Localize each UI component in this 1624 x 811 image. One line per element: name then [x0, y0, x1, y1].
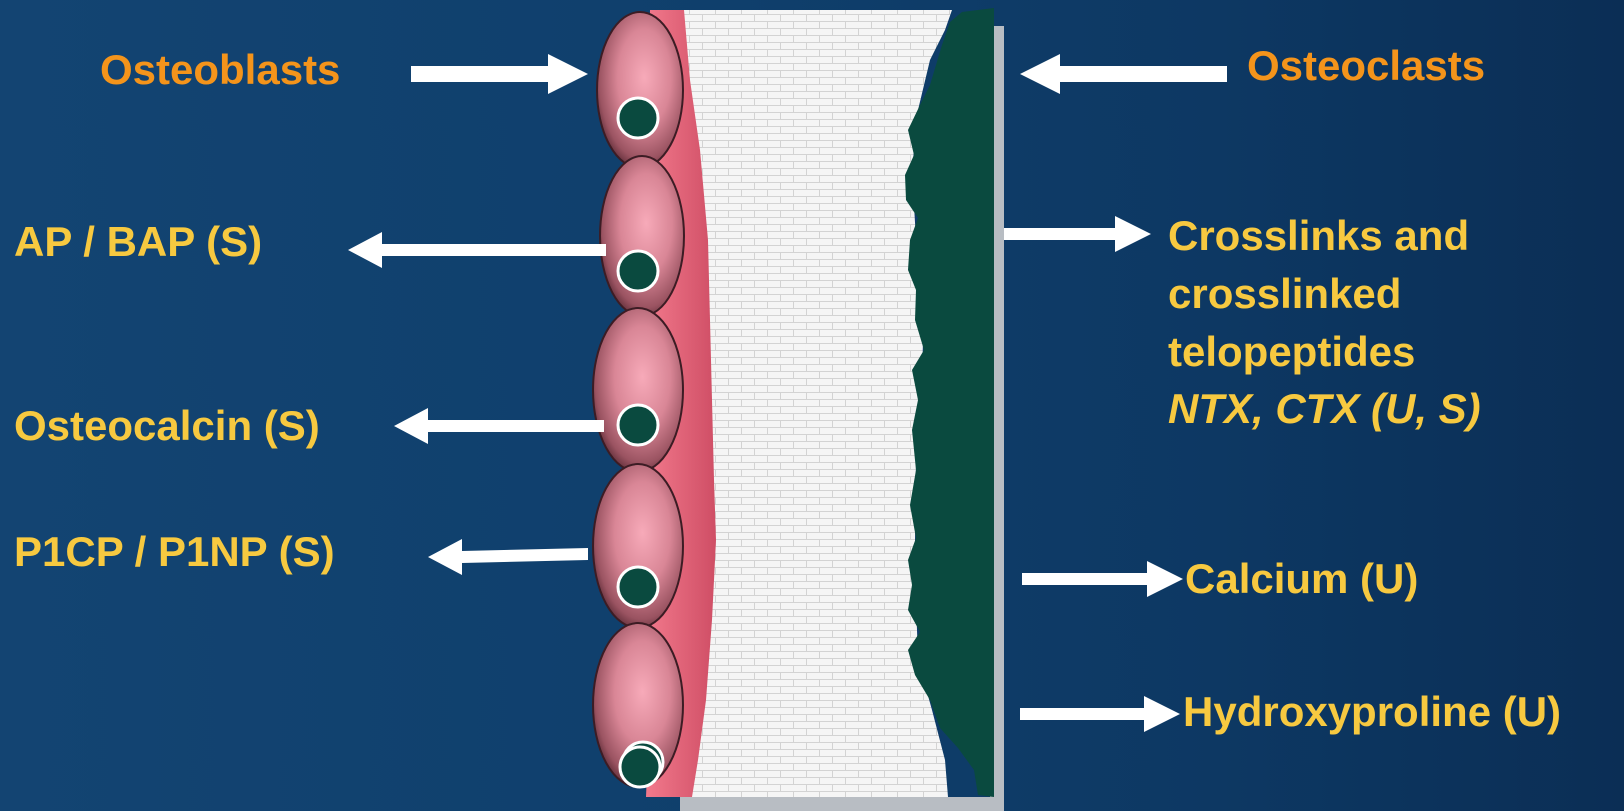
arrow-icon: [348, 232, 606, 268]
nucleus-icon: [618, 405, 658, 445]
nucleus-icon: [620, 747, 660, 787]
arrow-icon: [1020, 696, 1180, 732]
arrow-icon: [1022, 561, 1183, 597]
nucleus-icon: [618, 251, 658, 291]
label-p1cp-p1np: P1CP / P1NP (S): [14, 523, 335, 581]
label-osteocalcin: Osteocalcin (S): [14, 397, 320, 455]
label-crosslinks-line-1: Crosslinks and: [1168, 207, 1469, 265]
arrow-icon: [1020, 54, 1227, 94]
arrow-icon: [428, 539, 588, 575]
osteoblast-cell-icon: [597, 12, 683, 168]
label-ap-bap: AP / BAP (S): [14, 213, 262, 271]
label-crosslinks-line-2: crosslinked: [1168, 265, 1401, 323]
label-calcium: Calcium (U): [1185, 550, 1418, 608]
bone-edge-bottom: [680, 797, 1004, 811]
label-osteoblasts: Osteoblasts: [100, 41, 340, 99]
osteoblast-cells: [593, 12, 684, 787]
label-crosslinks-line-3: telopeptides: [1168, 323, 1415, 381]
arrow-icon: [1004, 216, 1151, 252]
label-crosslinks-line-4: NTX, CTX (U, S): [1168, 380, 1481, 438]
arrow-icon: [411, 54, 588, 94]
nucleus-icon: [618, 98, 658, 138]
osteoblast-cell-icon: [593, 308, 683, 472]
label-osteoclasts: Osteoclasts: [1247, 37, 1485, 95]
nucleus-icon: [618, 567, 658, 607]
arrow-icon: [394, 408, 604, 444]
osteoclast-icon: [905, 8, 994, 797]
label-hydroxyproline: Hydroxyproline (U): [1183, 683, 1561, 741]
